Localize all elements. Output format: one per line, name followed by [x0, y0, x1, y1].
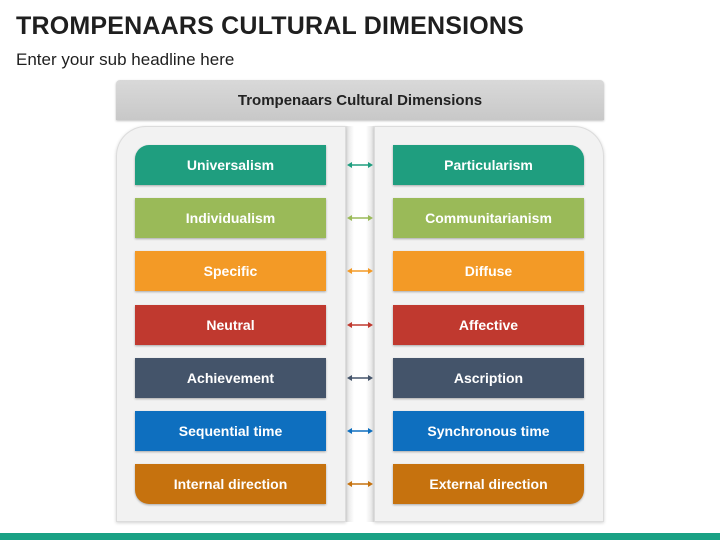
page-subtitle: Enter your sub headline here — [16, 50, 235, 69]
dimension-right-box: Ascription — [393, 358, 584, 398]
dimension-right-box: Affective — [393, 305, 584, 345]
dimension-left-box: Individualism — [135, 198, 326, 238]
dimension-right-box: Diffuse — [393, 251, 584, 291]
double-arrow-icon — [347, 162, 373, 168]
dimension-left-box: Sequential time — [135, 411, 326, 451]
dimension-left-box: Universalism — [135, 145, 326, 185]
page-title: TROMPENAARS CULTURAL DIMENSIONS — [16, 12, 525, 40]
dimension-left-box: Neutral — [135, 305, 326, 345]
double-arrow-icon — [347, 481, 373, 487]
dimension-left-box: Achievement — [135, 358, 326, 398]
bottom-accent-strip — [0, 533, 720, 540]
double-arrow-icon — [347, 215, 373, 221]
double-arrow-icon — [347, 322, 373, 328]
diagram-header: Trompenaars Cultural Dimensions — [116, 80, 604, 120]
double-arrow-icon — [347, 428, 373, 434]
double-arrow-icon — [347, 375, 373, 381]
dimension-left-box: Internal direction — [135, 464, 326, 504]
dimension-right-box: External direction — [393, 464, 584, 504]
dimension-right-box: Synchronous time — [393, 411, 584, 451]
double-arrow-icon — [347, 268, 373, 274]
dimension-right-box: Particularism — [393, 145, 584, 185]
dimension-right-box: Communitarianism — [393, 198, 584, 238]
dimension-left-box: Specific — [135, 251, 326, 291]
